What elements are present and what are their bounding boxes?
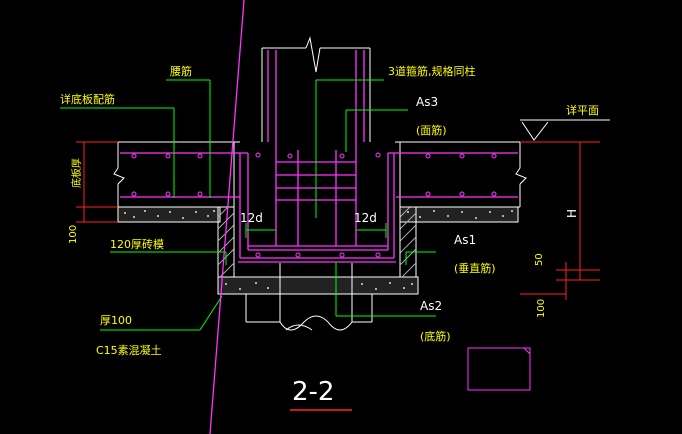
label-anchor-right: 12d [354, 211, 377, 225]
rebar-dots [131, 152, 497, 258]
label-dim-50: 50 [534, 253, 545, 266]
label-flat-detail: 详平面 [566, 103, 599, 117]
rebar [120, 50, 518, 263]
label-anchor-left: 12d [240, 211, 263, 225]
label-stirrup-note: 3道箍筋,规格同柱 [388, 64, 476, 78]
label-as1: As1 [454, 233, 476, 247]
label-dim-h: H [565, 209, 579, 218]
label-slab-thickness: 底板厚 [70, 158, 83, 188]
break-line [209, 0, 245, 434]
leader-lines [60, 79, 436, 331]
label-as2-note: (底筋) [420, 329, 451, 343]
section-title: 2-2 [292, 377, 334, 407]
label-as2: As2 [420, 299, 442, 313]
slab-outline [113, 36, 527, 331]
label-dim-100-left: 100 [68, 225, 79, 244]
label-as1-note: (垂直筋) [454, 261, 496, 275]
label-concrete: C15素混凝土 [96, 343, 162, 357]
label-as3: As3 [416, 95, 438, 109]
label-thick-100: 厚100 [100, 314, 132, 327]
label-slab-rebar: 详底板配筋 [60, 92, 115, 106]
label-waist-bar: 腰筋 [170, 64, 192, 78]
gravel-bands [117, 206, 519, 295]
label-as3-note: (面筋) [416, 123, 447, 137]
elevation-marker [520, 119, 610, 141]
dimension-lines [76, 141, 600, 300]
label-brick-mold: 120厚砖模 [110, 237, 164, 251]
legend-box [467, 347, 531, 391]
label-dim-100-right: 100 [536, 299, 547, 318]
